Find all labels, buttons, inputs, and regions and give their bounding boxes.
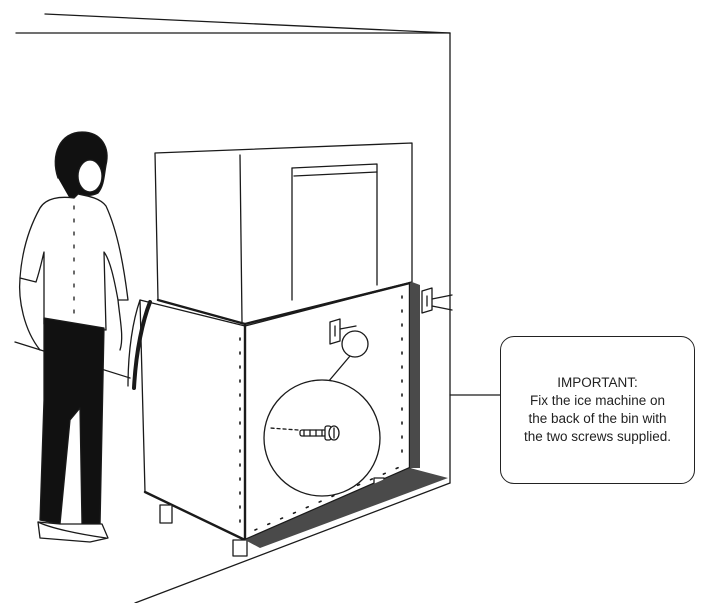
magnifier-small bbox=[327, 330, 369, 383]
person-figure bbox=[18, 131, 129, 543]
note-line-3: the two screws supplied. bbox=[523, 429, 672, 444]
magnifier-large bbox=[263, 379, 381, 497]
screw-icon bbox=[269, 425, 340, 441]
note-line-1: Fix the ice machine on bbox=[529, 393, 666, 408]
note-line-2: the back of the bin with bbox=[528, 411, 667, 426]
important-note-callout: IMPORTANT: Fix the ice machine on the ba… bbox=[500, 336, 695, 484]
note-heading: IMPORTANT: bbox=[557, 375, 638, 390]
ice-machine-head bbox=[154, 142, 413, 325]
wall-bracket bbox=[329, 287, 453, 345]
floor-shadow bbox=[245, 282, 448, 548]
